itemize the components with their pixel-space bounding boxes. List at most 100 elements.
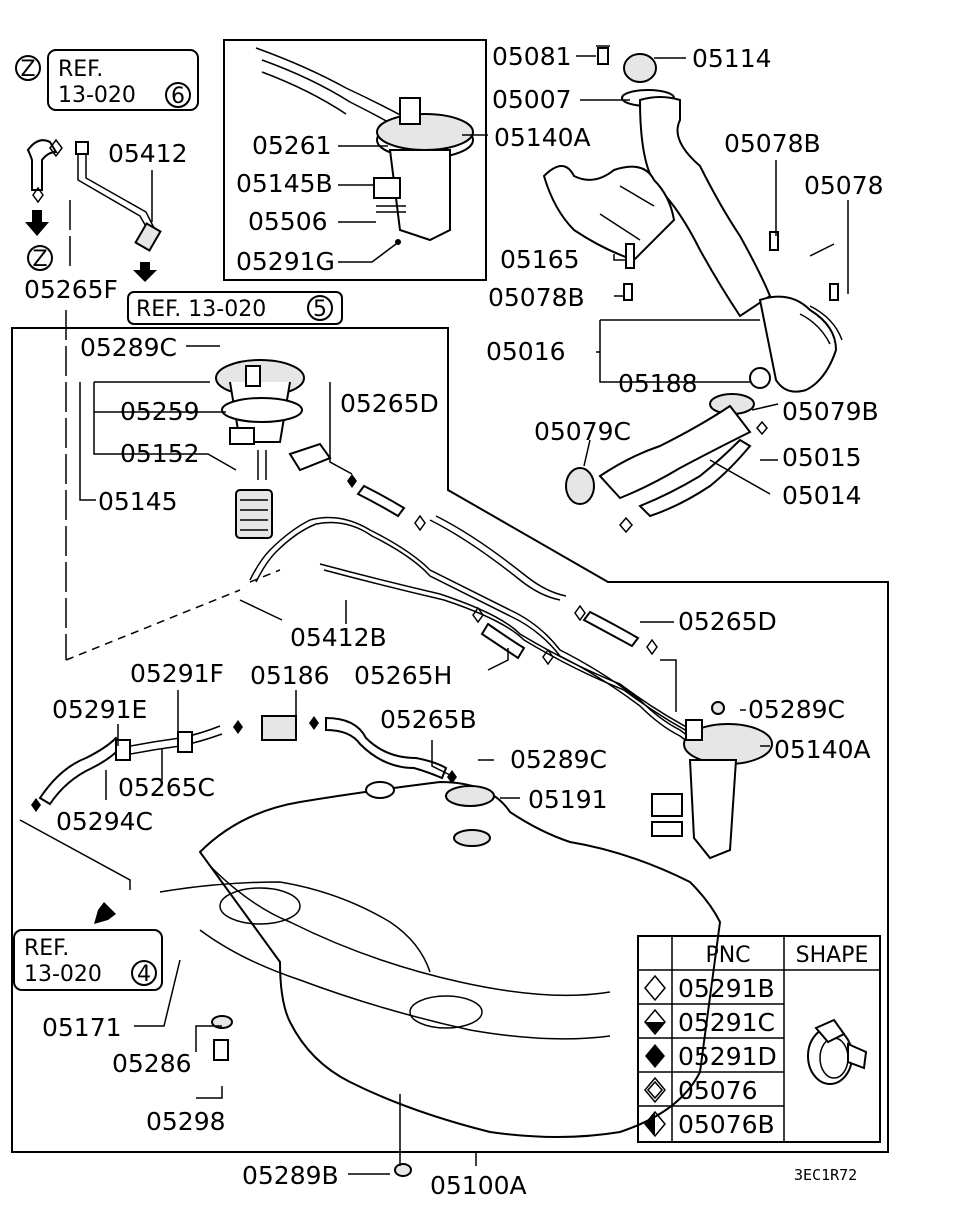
legend-pnc-row-2: 05291C <box>678 1008 775 1037</box>
leader-lines-inset <box>338 134 488 263</box>
ref-z-top-line2: 13-020 <box>58 83 136 108</box>
diamond-marker-icon <box>31 798 41 812</box>
label-05016[interactable]: 05016 <box>486 337 566 366</box>
fuel-tank-drawing <box>159 780 722 1177</box>
label-05265C[interactable]: 05265C <box>118 773 215 802</box>
label-05265B[interactable]: 05265B <box>380 705 477 734</box>
label-05259[interactable]: 05259 <box>120 397 200 426</box>
legend-pnc-row-4: 05076 <box>678 1076 758 1105</box>
ref-z-top[interactable]: Z REF. 13-020 6 <box>15 49 199 111</box>
legend-pnc-row-1: 05291B <box>678 974 775 1003</box>
label-05291E[interactable]: 05291E <box>52 695 147 724</box>
label-05261[interactable]: 05261 <box>252 131 332 160</box>
fuel-pump-inset-frame <box>223 39 487 281</box>
diamond-marker-icon <box>347 474 357 488</box>
label-05294C[interactable]: 05294C <box>56 807 153 836</box>
label-05165[interactable]: 05165 <box>500 245 580 274</box>
diamond-marker-icon <box>49 138 63 158</box>
label-05289C-mid[interactable]: 05289C <box>510 745 607 774</box>
label-05140A-bottom[interactable]: 05140A <box>774 735 871 764</box>
diamond-marker-icon <box>414 514 426 532</box>
vapor-hose-part <box>26 139 58 191</box>
ref-13-020-5[interactable]: REF. 13-020 5 <box>127 291 343 325</box>
pipe-end-part <box>75 141 89 155</box>
label-05079C[interactable]: 05079C <box>534 417 631 446</box>
ref-z-top-circle-letter: Z <box>20 57 35 82</box>
diamond-half-icon <box>645 1022 665 1034</box>
ref-13-020-5-number: 5 <box>313 297 327 322</box>
fuel-filler-neck-drawing <box>542 45 843 534</box>
diamond-marker-icon <box>646 638 658 656</box>
arrow-down-left-icon <box>94 902 116 924</box>
diagram-code: 3EC1R72 <box>794 1166 857 1184</box>
ref-13-020-5-text: REF. 13-020 <box>136 297 266 322</box>
arrow-down-icon <box>133 262 157 282</box>
label-05265H[interactable]: 05265H <box>354 661 452 690</box>
label-05191[interactable]: 05191 <box>528 785 608 814</box>
vapor-pipe-05412 <box>77 150 155 231</box>
label-05298[interactable]: 05298 <box>146 1107 226 1136</box>
label-05078B-a[interactable]: 05078B <box>724 129 821 158</box>
label-05145[interactable]: 05145 <box>98 487 178 516</box>
ref-z-mid[interactable]: Z <box>27 245 53 272</box>
fuel-line-pipes-drawing <box>249 474 721 767</box>
fuel-pump-module-right-drawing <box>651 701 773 860</box>
legend-pnc-row-3: 05291D <box>678 1042 777 1071</box>
left-fuel-hoses-drawing <box>19 715 457 890</box>
pipe-end-part <box>134 222 162 252</box>
label-05015[interactable]: 05015 <box>782 443 862 472</box>
label-05289C-right[interactable]: 05289C <box>748 695 845 724</box>
label-05412[interactable]: 05412 <box>108 139 188 168</box>
label-05289B[interactable]: 05289B <box>242 1161 339 1190</box>
label-05286[interactable]: 05286 <box>112 1049 192 1078</box>
label-05078[interactable]: 05078 <box>804 171 884 200</box>
diamond-marker-icon <box>233 720 243 734</box>
label-05140A-top[interactable]: 05140A <box>494 123 591 152</box>
label-05171[interactable]: 05171 <box>42 1013 122 1042</box>
diamond-marker-icon <box>447 770 457 784</box>
diamond-filled-icon <box>645 1044 665 1068</box>
diamond-marker-icon <box>472 606 484 624</box>
legend-header-shape: SHAPE <box>796 943 869 968</box>
label-05114[interactable]: 05114 <box>692 44 772 73</box>
arrow-down-icon <box>25 210 49 236</box>
label-05412B[interactable]: 05412B <box>290 623 387 652</box>
ref-z-top-number: 6 <box>171 84 185 109</box>
label-05265F[interactable]: 05265F <box>24 275 118 304</box>
label-05152[interactable]: 05152 <box>120 439 200 468</box>
label-05265D-mid[interactable]: 05265D <box>678 607 777 636</box>
label-05081[interactable]: 05081 <box>492 42 572 71</box>
fuel-pump-module-drawing <box>215 359 332 539</box>
diamond-double-half-icon <box>645 1112 655 1136</box>
legend-header-pnc: PNC <box>705 943 750 968</box>
leader-lines-filler <box>576 55 849 495</box>
long-dash-guide <box>65 200 71 660</box>
label-05291F[interactable]: 05291F <box>130 659 224 688</box>
label-05291G[interactable]: 05291G <box>236 247 335 276</box>
label-05188[interactable]: 05188 <box>618 369 698 398</box>
label-05100A[interactable]: 05100A <box>430 1171 527 1200</box>
label-05265D-top[interactable]: 05265D <box>340 389 439 418</box>
diamond-marker-icon <box>32 186 44 204</box>
ref-13-020-4-number: 4 <box>137 962 151 987</box>
legend-pnc-row-5: 05076B <box>678 1110 775 1139</box>
ref-13-020-4[interactable]: REF. 13-020 4 <box>13 929 163 991</box>
label-05007[interactable]: 05007 <box>492 85 572 114</box>
diamond-double-outline-icon <box>644 1076 666 1104</box>
label-05186[interactable]: 05186 <box>250 661 330 690</box>
diamond-marker-icon <box>309 716 319 730</box>
ref-z-mid-circle-letter: Z <box>32 247 47 272</box>
diamond-marker-icon <box>542 648 554 666</box>
label-05289C-top[interactable]: 05289C <box>80 333 177 362</box>
hose-clamp-shape-icon <box>807 1018 868 1085</box>
ref-z-top-line1: REF. <box>58 57 103 82</box>
label-05145B[interactable]: 05145B <box>236 169 333 198</box>
diamond-marker-icon <box>619 516 633 534</box>
label-05506[interactable]: 05506 <box>248 207 328 236</box>
label-05014[interactable]: 05014 <box>782 481 862 510</box>
dash-guide <box>65 569 281 661</box>
label-05079B[interactable]: 05079B <box>782 397 879 426</box>
label-05078B-b[interactable]: 05078B <box>488 283 585 312</box>
symbol-legend-table: PNC SHAPE 05291B 05291C 05291D 05076 050… <box>637 935 881 1143</box>
